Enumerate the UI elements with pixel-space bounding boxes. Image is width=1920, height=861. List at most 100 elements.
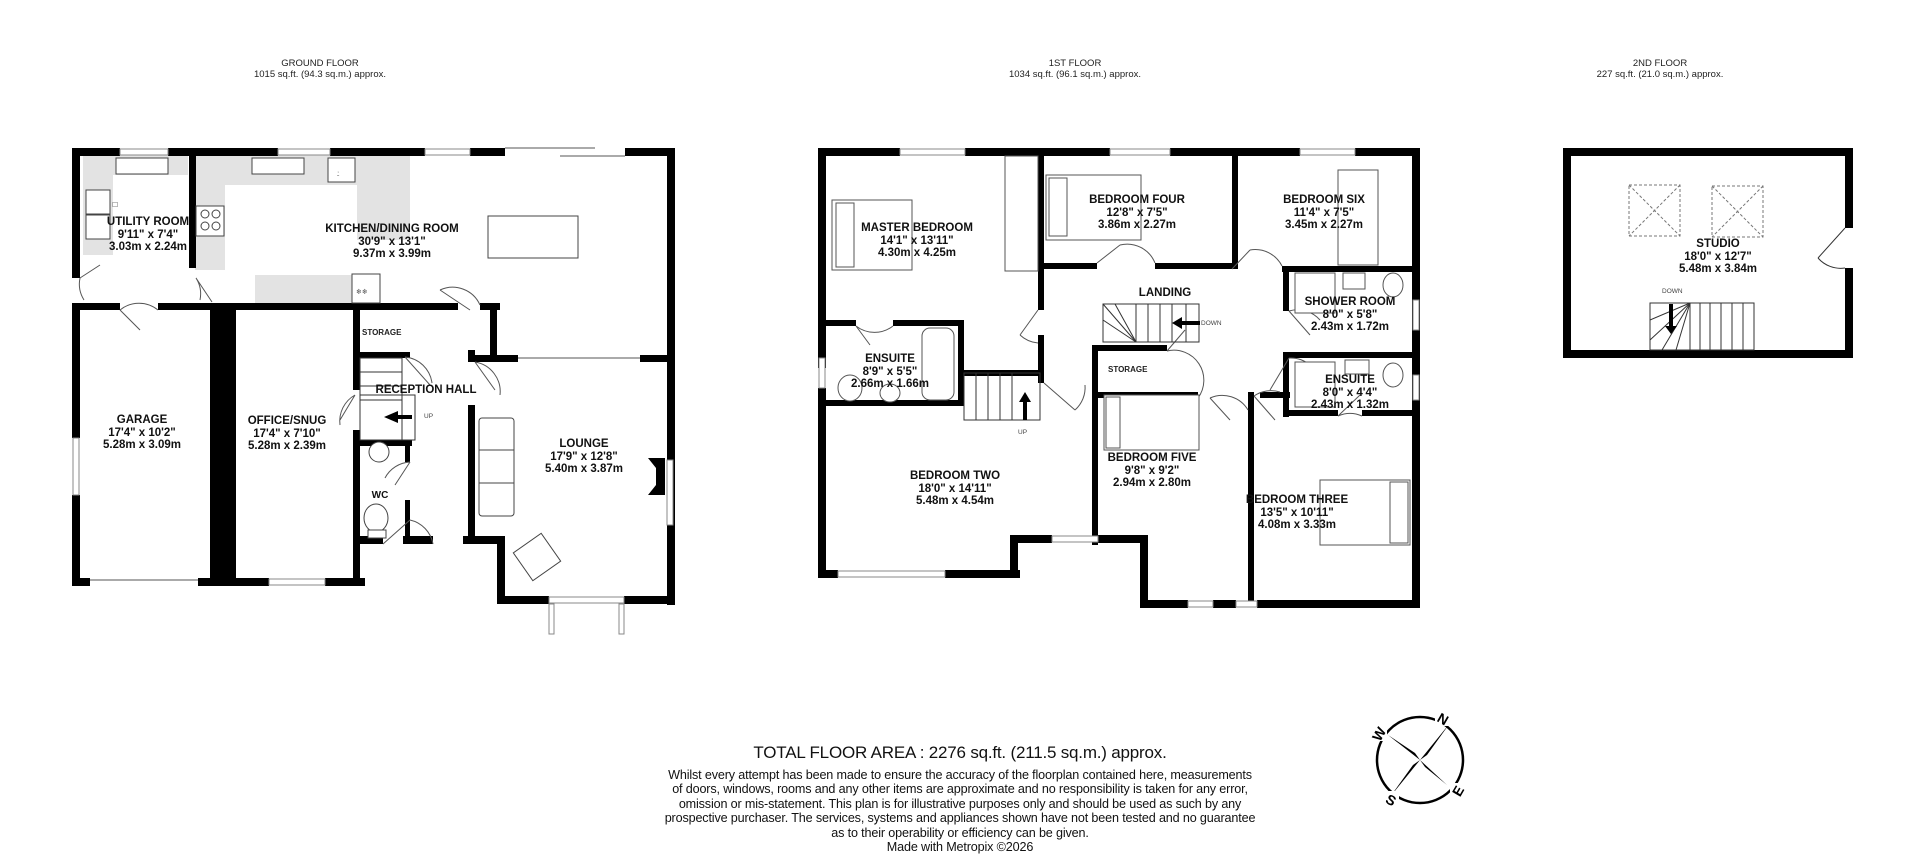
stairs-arrow-icon bbox=[384, 411, 412, 423]
metropix-credit: Made with Metropix ©2026 bbox=[886, 840, 1034, 855]
room-name: BEDROOM FIVE bbox=[1107, 452, 1197, 464]
disclaimer-line: as to their operability or efficiency ca… bbox=[831, 825, 1089, 840]
room-size-metric: 2.43m x 1.32m bbox=[1310, 399, 1390, 411]
ground-floor-caption: GROUND FLOOR 1015 sq.ft. (94.3 sq.m.) ap… bbox=[200, 58, 440, 80]
room-name: ENSUITE bbox=[865, 353, 915, 365]
room-size-imperial: 8'0" x 4'4" bbox=[1322, 386, 1378, 399]
ground-floor-title: GROUND FLOOR bbox=[281, 58, 359, 69]
room-name: LANDING bbox=[1138, 287, 1192, 299]
room-size-metric: 2.43m x 1.72m bbox=[1310, 321, 1390, 333]
room-size-imperial: 14'1" x 13'11" bbox=[880, 234, 954, 247]
room-name: BEDROOM TWO bbox=[909, 470, 1001, 482]
stairs-down-arrow-icon bbox=[1172, 317, 1200, 329]
stairs-up-arrow-icon bbox=[1019, 392, 1031, 420]
first-floor-caption: 1ST FLOOR 1034 sq.ft. (96.1 sq.m.) appro… bbox=[955, 58, 1195, 80]
room-label-reception-hall: RECEPTION HALL bbox=[376, 384, 477, 397]
room-label-studio: STUDIO 18'0" x 12'7" 5.48m x 3.84m bbox=[1679, 238, 1757, 276]
room-size-imperial: 9'8" x 9'2" bbox=[1124, 464, 1180, 477]
room-label-wc: WC bbox=[372, 490, 389, 503]
stairs-up-label-first: UP bbox=[1018, 429, 1028, 436]
room-size-metric: 5.40m x 3.87m bbox=[544, 463, 624, 475]
second-floor-title: 2ND FLOOR bbox=[1632, 58, 1688, 69]
room-label-landing: LANDING bbox=[1139, 287, 1191, 300]
stairs-up-label-ground: UP bbox=[424, 413, 434, 420]
room-label-shower-room: SHOWER ROOM 8'0" x 5'8" 2.43m x 1.72m bbox=[1305, 296, 1396, 334]
room-size-metric: 3.45m x 2.27m bbox=[1284, 219, 1364, 231]
room-size-metric: 9.37m x 3.99m bbox=[352, 248, 431, 260]
total-floor-area: TOTAL FLOOR AREA : 2276 sq.ft. (211.5 sq… bbox=[753, 743, 1167, 762]
room-size-metric: 5.28m x 2.39m bbox=[247, 440, 326, 452]
room-label-bedroom-three: BEDROOM THREE 13'5" x 10'11" 4.08m x 3.3… bbox=[1246, 494, 1348, 532]
room-size-imperial: 8'9" x 5'5" bbox=[862, 365, 918, 378]
sink-icon: ☐ bbox=[112, 201, 118, 209]
room-label-garage: GARAGE 17'4" x 10'2" 5.28m x 3.09m bbox=[103, 414, 181, 452]
room-size-imperial: 30'9" x 13'1" bbox=[358, 235, 426, 248]
room-name: SHOWER ROOM bbox=[1304, 296, 1396, 308]
room-size-metric: 3.86m x 2.27m bbox=[1097, 219, 1176, 231]
room-size-imperial: 18'0" x 12'7" bbox=[1684, 250, 1752, 263]
room-size-imperial: 11'4" x 7'5" bbox=[1293, 206, 1355, 219]
cutlery-icon: ⍘ bbox=[336, 170, 340, 178]
room-name: UTILITY ROOM bbox=[106, 216, 190, 228]
room-name: STUDIO bbox=[1696, 238, 1740, 250]
room-name: WC bbox=[371, 490, 389, 501]
room-label-bedroom-five: BEDROOM FIVE 9'8" x 9'2" 2.94m x 2.80m bbox=[1108, 452, 1197, 490]
room-label-storage-ground: STORAGE bbox=[362, 328, 402, 337]
room-size-imperial: 17'4" x 10'2" bbox=[108, 426, 176, 439]
room-size-imperial: 8'0" x 5'8" bbox=[1322, 308, 1378, 321]
ground-floor-area: 1015 sq.ft. (94.3 sq.m.) approx. bbox=[253, 69, 386, 80]
ground-floor-plan: ☐ ⍘ ❄❄ bbox=[72, 147, 675, 635]
stairs-down-label-second: DOWN bbox=[1662, 288, 1683, 295]
room-label-lounge: LOUNGE 17'9" x 12'8" 5.40m x 3.87m bbox=[545, 438, 623, 476]
room-size-imperial: 13'5" x 10'11" bbox=[1260, 506, 1334, 519]
room-name: RECEPTION HALL bbox=[375, 384, 477, 396]
room-name: LOUNGE bbox=[559, 438, 609, 450]
room-label-ensuite-master: ENSUITE 8'9" x 5'5" 2.66m x 1.66m bbox=[851, 353, 929, 391]
plan-footer: TOTAL FLOOR AREA : 2276 sq.ft. (211.5 sq… bbox=[620, 743, 1300, 854]
room-size-metric: 4.08m x 3.33m bbox=[1257, 519, 1337, 531]
room-label-master-bedroom: MASTER BEDROOM 14'1" x 13'11" 4.30m x 4.… bbox=[861, 222, 973, 260]
disclaimer-line: prospective purchaser. The services, sys… bbox=[664, 811, 1256, 826]
stairs-down-label-first: DOWN bbox=[1201, 320, 1222, 327]
room-name: BEDROOM FOUR bbox=[1089, 194, 1185, 206]
room-size-metric: 5.48m x 4.54m bbox=[915, 495, 995, 507]
room-label-kitchen-dining: KITCHEN/DINING ROOM 30'9" x 13'1" 9.37m … bbox=[325, 223, 459, 261]
room-size-metric: 3.03m x 2.24m bbox=[108, 241, 188, 253]
room-size-imperial: 18'0" x 14'11" bbox=[918, 482, 992, 495]
disclaimer-line: omission or mis-statement. This plan is … bbox=[678, 796, 1242, 811]
second-floor-area: 227 sq.ft. (21.0 sq.m.) approx. bbox=[1596, 69, 1724, 80]
stairs-down-arrow-icon bbox=[1665, 304, 1677, 334]
room-label-office-snug: OFFICE/SNUG 17'4" x 7'10" 5.28m x 2.39m bbox=[248, 415, 327, 453]
disclaimer-line: Whilst every attempt has been made to en… bbox=[668, 768, 1252, 782]
room-name: BEDROOM THREE bbox=[1245, 494, 1349, 506]
disclaimer: Whilst every attempt has been made to en… bbox=[620, 768, 1300, 854]
first-floor-area: 1034 sq.ft. (96.1 sq.m.) approx. bbox=[1008, 69, 1141, 80]
room-label-bedroom-four: BEDROOM FOUR 12'8" x 7'5" 3.86m x 2.27m bbox=[1089, 194, 1185, 232]
room-size-imperial: 12'8" x 7'5" bbox=[1106, 206, 1168, 219]
compass-icon: N E S W bbox=[1369, 710, 1467, 810]
room-label-storage-first: STORAGE bbox=[1108, 365, 1148, 374]
disclaimer-line: of doors, windows, rooms and any other i… bbox=[672, 782, 1248, 797]
room-size-metric: 5.28m x 3.09m bbox=[102, 439, 182, 451]
room-name: KITCHEN/DINING ROOM bbox=[325, 223, 459, 235]
first-floor-title: 1ST FLOOR bbox=[1048, 58, 1102, 69]
second-floor-caption: 2ND FLOOR 227 sq.ft. (21.0 sq.m.) approx… bbox=[1560, 58, 1760, 80]
room-name: OFFICE/SNUG bbox=[247, 415, 327, 427]
room-name: ENSUITE bbox=[1325, 374, 1375, 386]
room-name: GARAGE bbox=[116, 414, 168, 426]
room-label-bedroom-six: BEDROOM SIX 11'4" x 7'5" 3.45m x 2.27m bbox=[1283, 194, 1365, 232]
room-label-ensuite-bedroom-three: ENSUITE 8'0" x 4'4" 2.43m x 1.32m bbox=[1311, 374, 1389, 412]
room-name: BEDROOM SIX bbox=[1283, 194, 1365, 206]
room-label-utility: UTILITY ROOM 9'11" x 7'4" 3.03m x 2.24m bbox=[107, 216, 189, 254]
room-size-imperial: 17'4" x 7'10" bbox=[253, 427, 321, 440]
room-size-metric: 2.94m x 2.80m bbox=[1112, 477, 1191, 489]
freezer-icon: ❄❄ bbox=[356, 288, 368, 296]
room-size-metric: 2.66m x 1.66m bbox=[850, 378, 930, 390]
room-size-metric: 4.30m x 4.25m bbox=[877, 247, 956, 259]
room-size-imperial: 17'9" x 12'8" bbox=[550, 450, 618, 463]
second-floor-plan bbox=[1563, 148, 1853, 358]
room-name: MASTER BEDROOM bbox=[861, 222, 973, 234]
room-label-bedroom-two: BEDROOM TWO 18'0" x 14'11" 5.48m x 4.54m bbox=[910, 470, 1000, 508]
room-size-imperial: 9'11" x 7'4" bbox=[117, 228, 179, 241]
